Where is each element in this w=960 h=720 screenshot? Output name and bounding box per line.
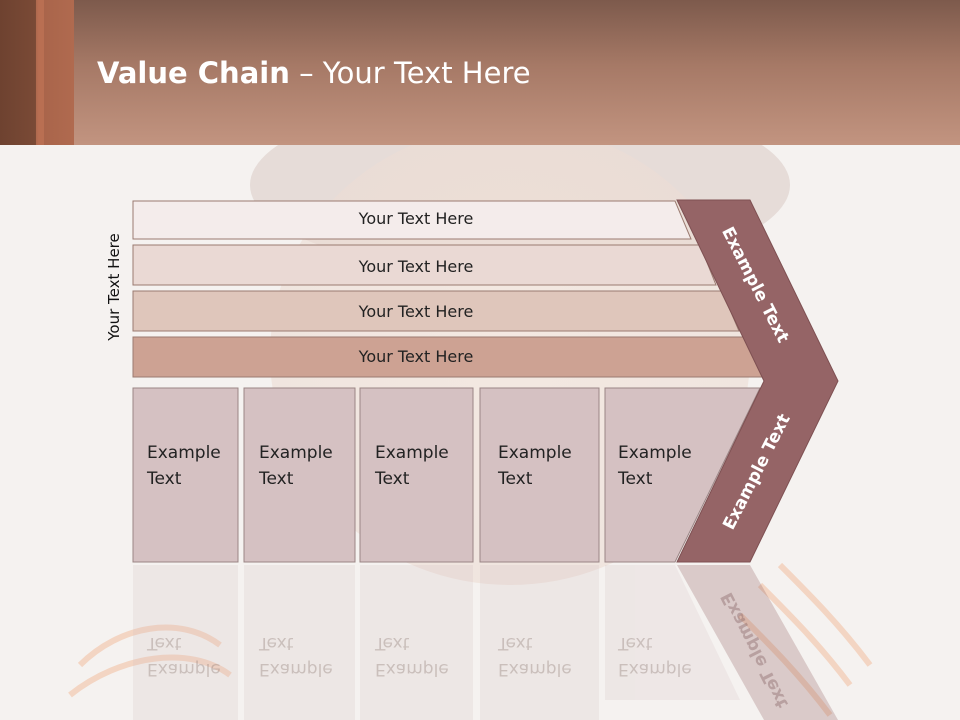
column-label-1: Example Text xyxy=(147,440,221,492)
column-reflection-text-1-line1: Example xyxy=(147,659,221,679)
column-label-4-line2: Text xyxy=(498,469,533,489)
column-label-1-line2: Text xyxy=(147,469,182,489)
column-label-3-line1: Example xyxy=(375,443,449,463)
column-reflection-text-4-line1: Example xyxy=(498,659,572,679)
column-label-4-line1: Example xyxy=(498,443,572,463)
shirt-stripes xyxy=(68,562,873,717)
row-label-2: Your Text Here xyxy=(358,257,474,276)
column-label-2-line1: Example xyxy=(259,443,333,463)
column-reflection-3 xyxy=(360,565,473,720)
row-bar-2 xyxy=(132,244,717,286)
column-reflection-text-2: Example Text xyxy=(259,630,333,682)
column-label-4: Example Text xyxy=(498,440,572,492)
column-reflection-text-3-line2: Text xyxy=(375,633,410,653)
column-box-3 xyxy=(359,387,474,563)
column-reflection-text-3-line1: Example xyxy=(375,659,449,679)
row-label-3: Your Text Here xyxy=(358,302,474,321)
row-label-4: Your Text Here xyxy=(358,347,474,366)
column-reflection-4 xyxy=(480,565,599,720)
column-reflection-text-3: Example Text xyxy=(375,630,449,682)
column-label-5-line1: Example xyxy=(618,443,692,463)
side-axis-label: Your Text Here xyxy=(105,233,123,341)
slide-title-rest: – Your Text Here xyxy=(289,56,531,90)
value-chevron xyxy=(676,199,839,563)
row-bar-3 xyxy=(132,290,740,332)
column-reflection-text-5-line2: Text xyxy=(618,633,653,653)
column-reflection-text-4: Example Text xyxy=(498,630,572,682)
slide-title: Value Chain – Your Text Here xyxy=(97,56,531,90)
column-reflections xyxy=(133,565,740,720)
header-bar: Value Chain – Your Text Here xyxy=(0,0,960,145)
column-reflection-text-2-line2: Text xyxy=(259,633,294,653)
column-label-5-line2: Text xyxy=(618,469,653,489)
column-label-3-line2: Text xyxy=(375,469,410,489)
column-box-4 xyxy=(479,387,600,563)
column-box-1 xyxy=(132,387,239,563)
row-label-1: Your Text Here xyxy=(358,209,474,228)
column-reflection-text-1: Example Text xyxy=(147,630,221,682)
column-label-2-line2: Text xyxy=(259,469,294,489)
slide-title-bold: Value Chain xyxy=(97,56,290,90)
column-box-2 xyxy=(243,387,356,563)
column-reflection-text-4-line2: Text xyxy=(498,633,533,653)
column-label-5: Example Text xyxy=(618,440,692,492)
column-reflection-text-5-line1: Example xyxy=(618,659,692,679)
column-reflection-text-5: Example Text xyxy=(618,630,692,682)
column-reflection-2 xyxy=(244,565,355,720)
column-reflection-1 xyxy=(133,565,238,720)
column-reflection-text-2-line1: Example xyxy=(259,659,333,679)
header-accent-line xyxy=(36,0,44,145)
column-label-2: Example Text xyxy=(259,440,333,492)
column-reflection-text-1-line2: Text xyxy=(147,633,182,653)
row-bar-1 xyxy=(132,200,692,240)
chevron-reflection xyxy=(677,565,838,720)
column-label-3: Example Text xyxy=(375,440,449,492)
column-reflection-5 xyxy=(605,565,740,700)
column-box-5 xyxy=(604,387,761,563)
column-label-1-line1: Example xyxy=(147,443,221,463)
